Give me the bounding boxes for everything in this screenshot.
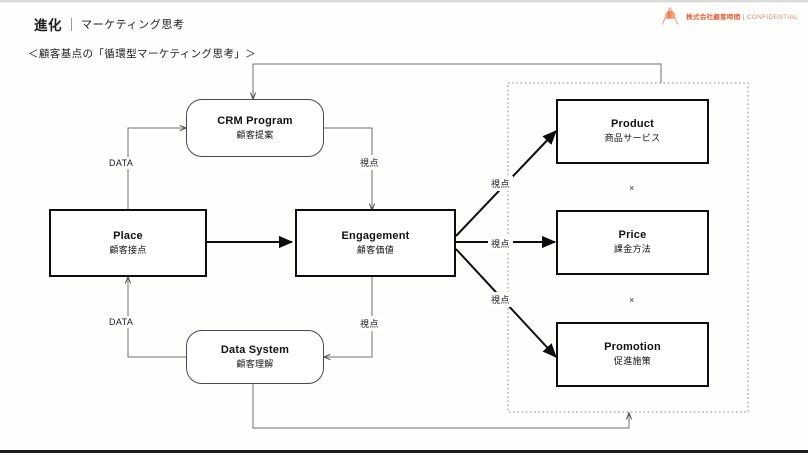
node-product-jp: 商品サービス xyxy=(604,133,661,144)
feedback-loop-bottom xyxy=(252,384,629,429)
node-place-en: Place xyxy=(113,229,143,242)
edge-label-data-top: DATA xyxy=(106,157,137,169)
node-promotion[interactable]: Promotion 促進施策 xyxy=(556,322,709,387)
node-engagement-jp: 顧客価値 xyxy=(356,244,395,255)
node-crm-program-jp: 顧客提案 xyxy=(236,129,274,140)
node-engagement-en: Engagement xyxy=(341,229,410,242)
edge-label-viewpoint-top: 視点 xyxy=(357,155,382,170)
node-promotion-jp: 促進施策 xyxy=(613,356,652,367)
brand-separator: | xyxy=(742,14,745,21)
node-price-jp: 課金方法 xyxy=(613,244,652,255)
node-crm-program[interactable]: CRM Program 顧客提案 xyxy=(186,99,324,157)
confidential-label: CONFIDENTIAL xyxy=(746,14,798,21)
node-data-system-en: Data System xyxy=(220,343,290,356)
node-product-en: Product xyxy=(611,118,654,131)
edge-engagement-to-datasystem xyxy=(324,277,373,357)
node-place-jp: 顧客接点 xyxy=(109,244,147,255)
node-data-system-jp: 顧客理解 xyxy=(236,358,274,369)
section-heading: ＜顧客基点の「循環型マーケティング思考」＞ xyxy=(28,48,257,60)
edge-label-viewpoint-product: 視点 xyxy=(488,176,513,191)
top-strip-dark xyxy=(0,0,808,2)
edge-crm-to-engagement xyxy=(324,127,372,210)
company-logo-icon xyxy=(661,7,679,25)
edge-label-viewpoint-bottom: 視点 xyxy=(357,316,382,331)
edge-label-viewpoint-price: 視点 xyxy=(488,236,513,251)
brand-text: 株式会社顧客時間 | CONFIDENTIAL xyxy=(686,11,798,21)
slide-header: 進化 マーケティング思考 xyxy=(34,14,185,34)
page-title: 進化 xyxy=(34,18,62,33)
title-divider xyxy=(71,17,72,31)
node-promotion-en: Promotion xyxy=(604,341,661,354)
node-price[interactable]: Price 課金方法 xyxy=(556,210,709,275)
node-crm-program-en: CRM Program xyxy=(217,114,293,127)
brand-block: 株式会社顧客時間 | CONFIDENTIAL xyxy=(659,6,798,26)
edge-place-to-crm xyxy=(127,128,186,212)
company-name: 株式会社顧客時間 xyxy=(686,14,741,21)
page-subtitle: マーケティング思考 xyxy=(81,19,185,31)
node-price-en: Price xyxy=(618,229,647,242)
edge-label-data-bottom: DATA xyxy=(106,316,137,328)
node-data-system[interactable]: Data System 顧客理解 xyxy=(186,330,324,384)
operator-product-price: × xyxy=(629,183,635,193)
slide-bottom-band xyxy=(0,453,808,455)
feedback-loop-top xyxy=(253,63,662,99)
slide-bottom-rule xyxy=(0,450,808,453)
operator-price-promotion: × xyxy=(629,295,635,305)
edge-datasystem-to-place xyxy=(128,277,186,358)
edge-label-viewpoint-promotion: 視点 xyxy=(488,292,513,307)
node-engagement[interactable]: Engagement 顧客価値 xyxy=(295,209,456,277)
node-place[interactable]: Place 顧客接点 xyxy=(49,209,207,277)
node-product[interactable]: Product 商品サービス xyxy=(556,99,709,164)
